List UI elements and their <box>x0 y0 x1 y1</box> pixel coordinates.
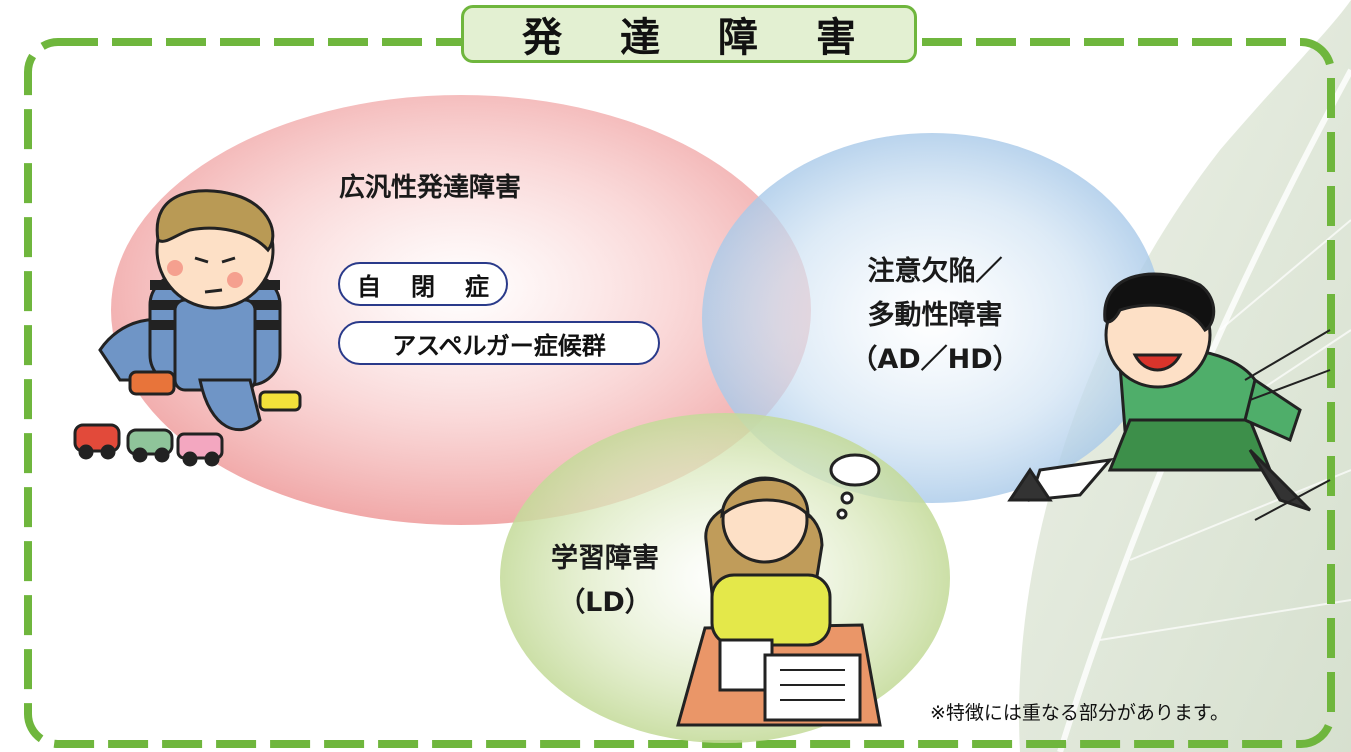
diagram-title: 発 達 障 害 <box>461 5 917 63</box>
ld-label-line1: 学習障害 <box>551 543 659 574</box>
adhd-label-line1: 注意欠陥／ <box>867 256 1003 287</box>
adhd-label: 注意欠陥／ 多動性障害 （AD／HD） <box>820 250 1050 382</box>
adhd-label-line2: 多動性障害 <box>867 300 1003 331</box>
asperger-subtype-badge: アスペルガー症候群 <box>338 321 660 365</box>
pdd-circle <box>111 95 811 525</box>
ld-label-line2: （LD） <box>558 587 652 618</box>
girl-studying-illustration <box>676 453 882 727</box>
autism-subtype-badge: 自 閉 症 <box>338 262 508 306</box>
ld-label: 学習障害 （LD） <box>520 537 690 625</box>
running-boy-illustration <box>1007 272 1331 521</box>
boy-with-toy-cars-illustration <box>73 189 302 467</box>
footnote: ※特徴には重なる部分があります。 <box>930 702 1230 724</box>
adhd-label-line3: （AD／HD） <box>850 344 1020 375</box>
pdd-label: 広汎性発達障害 <box>338 173 521 203</box>
adhd-circle <box>702 133 1162 503</box>
